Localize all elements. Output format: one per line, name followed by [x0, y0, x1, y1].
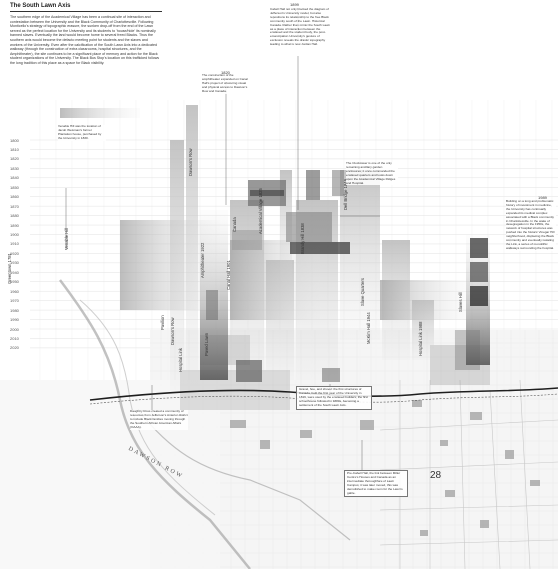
temporal-columns	[60, 105, 490, 390]
note-hospital-expansion: Building on a long and problematic histo…	[506, 199, 556, 251]
year-label-1980: 1980	[10, 307, 19, 313]
year-label-2020: 2020	[10, 345, 19, 351]
note-amphitheater: The construction of the amphitheater exp…	[202, 73, 252, 94]
title-rule	[10, 11, 162, 12]
diagram-title: The South Lawn Axis	[10, 3, 71, 9]
year-label-1970: 1970	[10, 298, 19, 304]
map-lot-number: 28	[430, 470, 442, 481]
label-brandy-hill: Brandy Hill 1838	[300, 223, 305, 254]
year-label-1870: 1870	[10, 203, 19, 209]
year-label-1830: 1830	[10, 165, 19, 171]
note-gravel-settlement: Gravel, hoe, and shovel: the first struc…	[296, 386, 372, 410]
year-label-1920: 1920	[10, 250, 19, 256]
label-mckim-hall: McKim Hall 1944	[366, 312, 371, 344]
note-daughtry-ross: Daughtry Ross created a community of res…	[130, 409, 188, 430]
year-label-1960: 1960	[10, 288, 19, 294]
label-slave-quarters: Slave Quarters	[360, 278, 365, 306]
date-1820: 1820	[221, 70, 230, 75]
label-amphitheater: Amphitheater 1922	[200, 242, 205, 278]
label-pavilion: Pavilion	[160, 315, 165, 330]
year-label-1810: 1810	[10, 146, 19, 152]
label-dawsons-row-map: Dawson's Row	[170, 317, 175, 345]
date-1899: 1899	[290, 2, 299, 7]
year-label-2010: 2010	[10, 335, 19, 341]
year-label-1940: 1940	[10, 269, 19, 275]
label-greentown: Greentown 1781	[7, 253, 12, 284]
year-label-1840: 1840	[10, 175, 19, 181]
year-label-2000: 2000	[10, 326, 19, 332]
note-cabell-hall: Cabell Hall not only blocked the diagram…	[270, 7, 332, 48]
year-label-1930: 1930	[10, 260, 19, 266]
label-academical-village: Academical Village 1825	[258, 188, 263, 234]
year-label-1990: 1990	[10, 317, 19, 323]
label-canal-hall: Canal Hall 1901	[226, 260, 231, 290]
year-label-1820: 1820	[10, 156, 19, 162]
note-clocktower: The Clocktower is one of the only remain…	[346, 161, 398, 186]
year-label-1900: 1900	[10, 232, 19, 237]
year-label-1910: 1910	[10, 241, 19, 247]
year-label-1860: 1860	[10, 194, 19, 200]
date-1989: 1989	[538, 195, 547, 200]
label-hospital-link: Hospital Link 1988	[418, 321, 423, 356]
label-hospital-link-map: Hospital Link	[178, 348, 183, 372]
label-venable-hill: Venable Hill	[64, 227, 69, 250]
label-paved-lawn: Paved Lawn	[204, 332, 209, 356]
label-canada: Canada	[232, 217, 237, 232]
photo-insets	[206, 170, 488, 382]
note-venable-hill: Venable Hill was the location of Jacob W…	[58, 124, 106, 141]
label-dawsons-row: Dawson's Row	[188, 148, 193, 176]
year-label-1950: 1950	[10, 279, 19, 285]
year-label-1800: 1800	[10, 137, 19, 143]
year-label-1850: 1850	[10, 184, 19, 190]
note-pre-cabell-hall: Pre-Cabell Hall, the link between Miller…	[344, 470, 408, 498]
intro-text: The southern edge of the Academical Vill…	[10, 15, 160, 65]
year-label-1880: 1880	[10, 213, 19, 219]
label-slaves-hill: Slaves Hill	[458, 292, 463, 312]
year-label-1890: 1890	[10, 222, 19, 228]
